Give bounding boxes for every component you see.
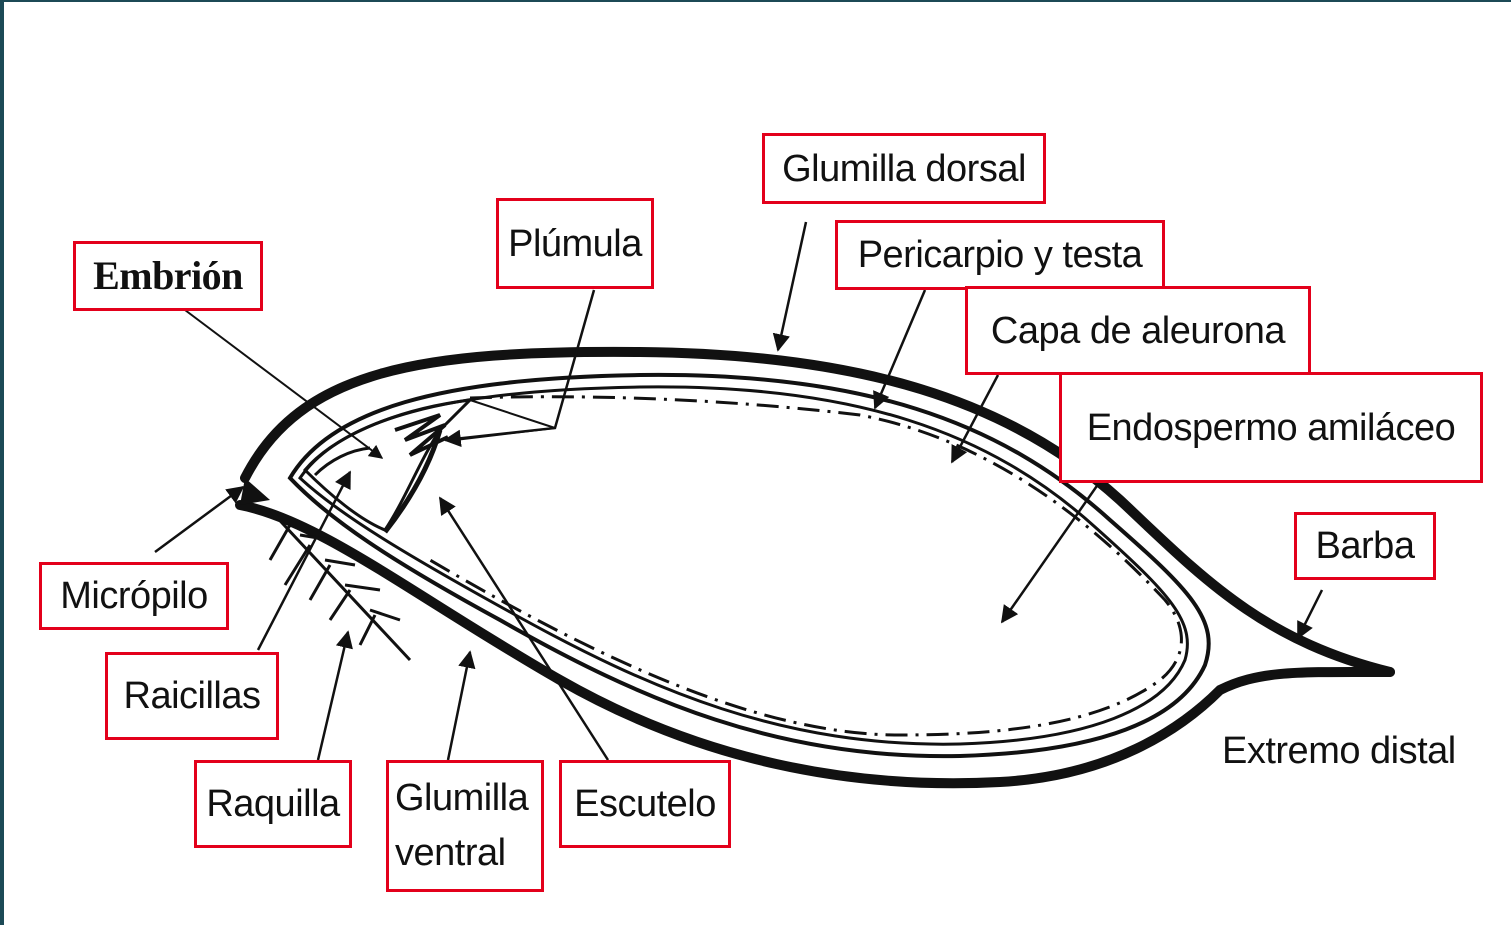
- label-embrion: Embrión: [73, 241, 263, 311]
- leader-glumilla-dorsal: [778, 222, 806, 350]
- label-barba: Barba: [1294, 512, 1436, 580]
- label-pericarpio-testa: Pericarpio y testa: [835, 220, 1165, 290]
- label-glumilla-ventral: Glumilla ventral: [386, 760, 544, 892]
- leader-raquilla: [318, 632, 348, 760]
- ventral-husk-outline: [240, 505, 1390, 783]
- base-blob: [240, 478, 270, 505]
- leader-glumilla-ventral: [448, 652, 470, 760]
- label-glumilla-dorsal: Glumilla dorsal: [762, 133, 1046, 204]
- label-extremo-distal: Extremo distal: [1222, 730, 1456, 773]
- label-escutelo: Escutelo: [559, 760, 731, 848]
- label-raquilla: Raquilla: [194, 760, 352, 848]
- label-capa-aleurona: Capa de aleurona: [965, 286, 1311, 375]
- label-micropilo: Micrópilo: [39, 562, 229, 630]
- leader-plumula: [445, 290, 594, 440]
- label-endospermo: Endospermo amiláceo: [1059, 372, 1483, 483]
- label-glumilla-ventral-line2: ventral: [395, 826, 506, 881]
- leader-micropilo: [155, 487, 243, 552]
- label-glumilla-ventral-line1: Glumilla: [395, 771, 528, 826]
- label-plumula: Plúmula: [496, 198, 654, 289]
- label-raicillas: Raicillas: [105, 652, 279, 740]
- leader-escutelo: [440, 498, 608, 760]
- leader-barba: [1298, 590, 1322, 638]
